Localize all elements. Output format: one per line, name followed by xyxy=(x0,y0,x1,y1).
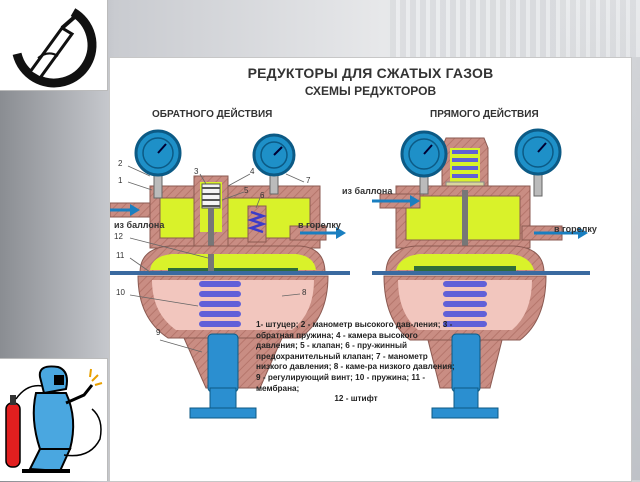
high-pressure-chamber xyxy=(159,197,311,239)
welding-logo-icon xyxy=(11,2,97,88)
adjusting-screw-left xyxy=(207,333,239,393)
reverse-spring xyxy=(201,183,221,209)
main-spring-right xyxy=(443,281,487,327)
high-pressure-gauge-left xyxy=(134,129,182,199)
part-number-2: 2 xyxy=(118,159,123,168)
part-number-10: 10 xyxy=(116,288,125,297)
main-spring-left xyxy=(199,281,241,327)
part-number-4: 4 xyxy=(250,167,255,176)
left-reducer xyxy=(110,129,350,419)
part-number-1: 1 xyxy=(118,176,123,185)
welding-logo xyxy=(0,0,108,91)
part-number-3: 3 xyxy=(194,167,199,176)
part-number-5: 5 xyxy=(244,186,249,195)
low-pressure-gauge-left xyxy=(252,133,296,195)
welder-icon xyxy=(5,365,103,473)
right-reducer xyxy=(372,128,590,419)
right-outlet-label: в горелку xyxy=(554,224,597,234)
part-number-9: 9 xyxy=(156,328,161,337)
diagram-subtitle: СХЕМЫ РЕДУКТОРОВ xyxy=(304,84,437,98)
welder-illustration xyxy=(0,358,108,481)
right-heading: ПРЯМОГО ДЕЙСТВИЯ xyxy=(430,109,539,120)
left-outlet-label: в горелку xyxy=(298,220,341,230)
part-number-12: 12 xyxy=(114,232,123,241)
low-pressure-chamber xyxy=(150,254,316,270)
part-number-7: 7 xyxy=(306,176,311,185)
left-inlet-label: из баллона xyxy=(114,220,165,230)
low-pressure-gauge-right xyxy=(514,128,562,197)
high-pressure-gauge-right xyxy=(400,130,448,195)
legend: 1- штуцер; 2 - манометр высокого дав-лен… xyxy=(256,320,456,405)
reducer-schematics xyxy=(110,128,590,419)
diagram-title: РЕДУКТОРЫ ДЛЯ СЖАТЫХ ГАЗОВ xyxy=(247,65,494,81)
part-number-11: 11 xyxy=(116,251,125,260)
legend-text: 1- штуцер; 2 - манометр высокого дав-лен… xyxy=(256,320,455,393)
part-number-8: 8 xyxy=(302,288,307,297)
part-number-6: 6 xyxy=(260,191,265,200)
left-heading: ОБРАТНОГО ДЕЙСТВИЯ xyxy=(152,109,273,120)
right-inlet-label: из баллона xyxy=(342,186,393,196)
legend-last-line: 12 - штифт xyxy=(334,394,378,404)
adjusting-screw-right xyxy=(451,333,481,393)
diagram-sheet: РЕДУКТОРЫ ДЛЯ СЖАТЫХ ГАЗОВ СХЕМЫ РЕДУКТО… xyxy=(109,57,632,482)
safety-valve xyxy=(247,205,267,243)
